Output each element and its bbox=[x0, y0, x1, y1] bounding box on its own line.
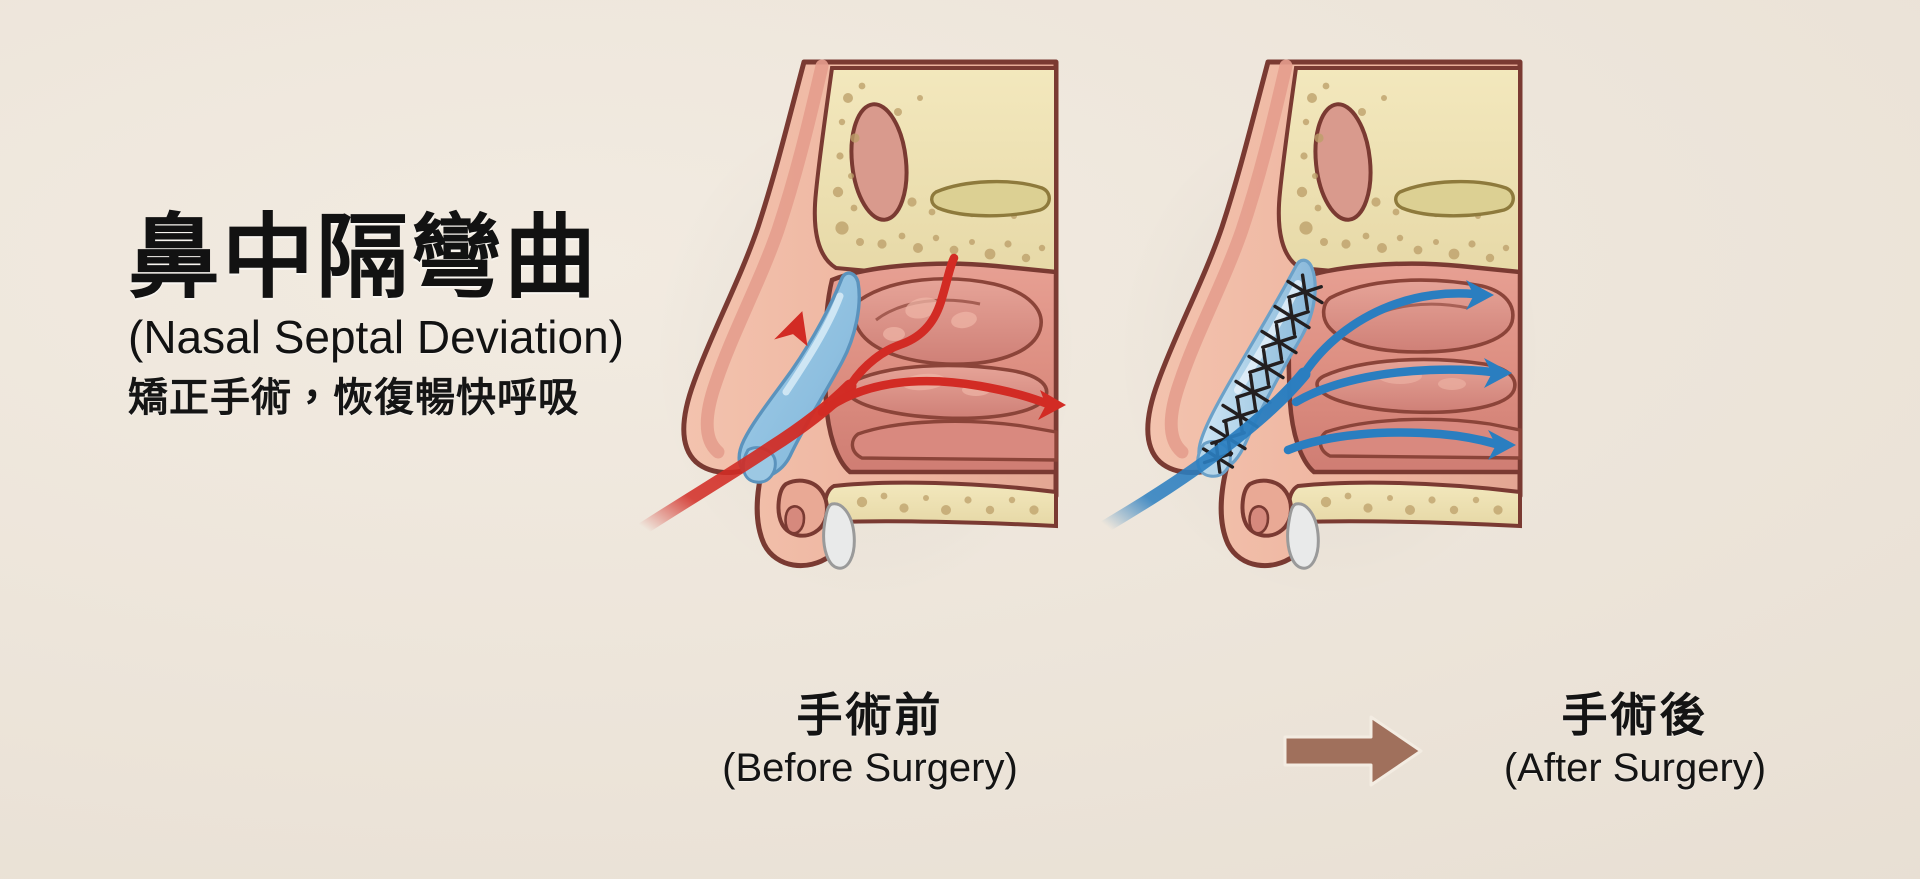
suture-stitch bbox=[1247, 348, 1285, 386]
airflow-arrow-middle-head bbox=[1484, 358, 1512, 388]
airflow-arrows-clear bbox=[1099, 280, 1516, 533]
airflow-arrow-deflected-head bbox=[774, 311, 808, 347]
illustration-after-surgery bbox=[1099, 52, 1545, 602]
nasal-mucosa-lining bbox=[700, 59, 829, 459]
nasal-cross-section-before-svg bbox=[637, 59, 1081, 602]
septum-highlight bbox=[782, 292, 844, 396]
transition-arrow bbox=[1283, 713, 1423, 789]
nasal-cartilage bbox=[1286, 502, 1320, 570]
right-arrow-shape bbox=[1283, 715, 1423, 787]
turbinate-highlights bbox=[883, 297, 977, 341]
page-subtitle-english: (Nasal Septal Deviation) bbox=[128, 310, 625, 363]
nasal-cartilage bbox=[822, 502, 856, 570]
right-arrow-icon bbox=[1283, 715, 1423, 787]
airflow-arrow-upper bbox=[1299, 289, 1479, 379]
page-title: 鼻中隔彎曲 bbox=[128, 207, 599, 309]
airflow-arrow-lower bbox=[1283, 428, 1501, 455]
airflow-inflow-stream bbox=[1099, 367, 1311, 533]
sphenoid-body bbox=[1394, 179, 1515, 218]
inferior-turbinate bbox=[850, 419, 1058, 462]
nasal-cross-section-after-svg bbox=[1099, 59, 1545, 602]
palate-bone-speckles bbox=[1320, 492, 1503, 515]
nostril-opening bbox=[784, 505, 806, 535]
palate-bone-speckles bbox=[856, 492, 1039, 515]
airflow-arrows-obstructed bbox=[637, 253, 1066, 535]
airflow-arrow-lower-head bbox=[1488, 430, 1516, 460]
title-block: 鼻中隔彎曲 (Nasal Septal Deviation) 矯正手術，恢復暢快… bbox=[128, 207, 748, 421]
illustration-before-surgery bbox=[636, 52, 1081, 602]
caption-before-surgery: 手術前 (Before Surgery) bbox=[690, 690, 1050, 791]
suture-stitch bbox=[1273, 298, 1311, 336]
frontal-sinus-cavity bbox=[849, 102, 909, 222]
caption-after-surgery: 手術後 (After Surgery) bbox=[1455, 690, 1815, 791]
airflow-arrow-horizontal bbox=[817, 376, 1053, 417]
frontal-sinus-cavity bbox=[1313, 102, 1373, 222]
airflow-arrow-horizontal-head bbox=[1038, 390, 1066, 420]
suture-stitch bbox=[1234, 373, 1272, 411]
caption-before-en: (Before Surgery) bbox=[722, 745, 1018, 790]
airflow-arrow-middle bbox=[1291, 365, 1497, 407]
page-tagline: 矯正手術，恢復暢快呼吸 bbox=[128, 376, 579, 421]
caption-after-en: (After Surgery) bbox=[1503, 745, 1767, 790]
airflow-arrow-deflected bbox=[845, 253, 959, 391]
nasal-mucosa-lining bbox=[1164, 59, 1293, 459]
sphenoid-body bbox=[930, 179, 1051, 218]
caption-after-zh: 手術後 bbox=[1561, 689, 1709, 741]
superior-turbinate bbox=[1321, 278, 1515, 354]
nostril-opening bbox=[1248, 505, 1270, 535]
caption-before-zh: 手術前 bbox=[796, 689, 944, 741]
airflow-arrow-upper-head bbox=[1466, 280, 1494, 310]
suture-stitch bbox=[1286, 273, 1324, 311]
suture-stitch bbox=[1260, 323, 1298, 361]
